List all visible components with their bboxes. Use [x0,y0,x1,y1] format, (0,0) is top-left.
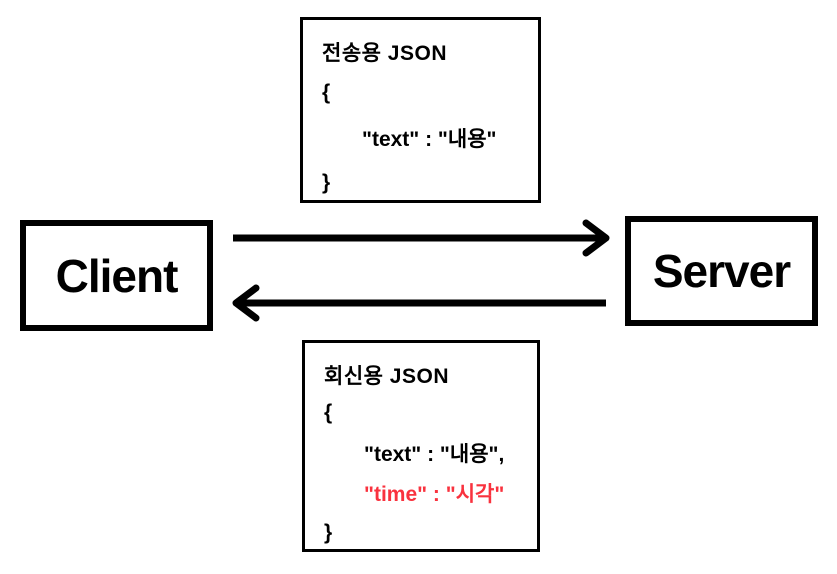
response-arrow-icon [232,284,606,322]
json-open-brace: { [324,401,333,424]
json-close-brace: } [324,521,333,544]
json-close-brace: } [322,170,331,194]
request-json-title: 전송용 JSON [322,42,447,65]
request-arrow-icon [233,219,610,257]
request-json-box: 전송용 JSON { "text" : "내용" } [300,17,541,203]
json-open-brace: { [322,80,331,104]
client-label: Client [55,249,179,302]
response-json-box: 회신용 JSON { "text" : "내용", "time" : "시각" … [302,340,540,552]
json-text-field: "text" : "내용" [362,127,497,151]
json-time-field: "time" : "시각" [364,483,505,506]
client-box: Client [20,220,213,331]
server-box: Server [625,216,818,326]
json-text-field: "text" : "내용", [364,443,505,466]
server-label: Server [652,245,791,297]
response-json-title: 회신용 JSON [324,365,449,388]
